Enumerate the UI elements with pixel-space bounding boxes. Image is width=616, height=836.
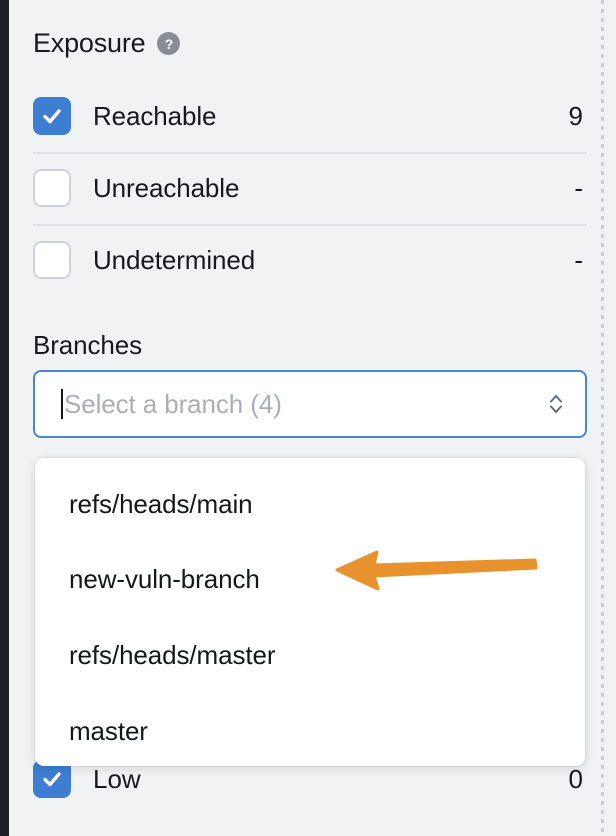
right-gutter bbox=[604, 0, 616, 836]
exposure-count-reachable: 9 bbox=[568, 100, 583, 131]
exposure-filter-list: Reachable 9 Unreachable - Undete bbox=[33, 80, 587, 296]
exposure-label-unreachable: Unreachable bbox=[93, 172, 240, 203]
branch-option-refs-heads-main[interactable]: refs/heads/main bbox=[69, 488, 253, 519]
branches-section-header: Branches bbox=[33, 330, 143, 360]
checkbox-low[interactable] bbox=[33, 760, 71, 798]
branch-select-input[interactable]: Select a branch (4) bbox=[33, 370, 587, 438]
exposure-label-undetermined: Undetermined bbox=[93, 244, 256, 275]
branch-option-master[interactable]: master bbox=[69, 715, 148, 746]
exposure-section-header: Exposure ? bbox=[33, 28, 181, 58]
exposure-count-undetermined: - bbox=[574, 244, 583, 275]
left-nav-rail bbox=[0, 0, 9, 836]
branch-dropdown-menu: refs/heads/main new-vuln-branch refs/hea… bbox=[35, 458, 585, 766]
exposure-count-unreachable: - bbox=[574, 172, 583, 203]
checkbox-unreachable[interactable] bbox=[33, 169, 71, 207]
branch-option-new-vuln-branch[interactable]: new-vuln-branch bbox=[69, 563, 260, 594]
checkbox-reachable[interactable] bbox=[33, 97, 71, 135]
chevron-up-down-icon[interactable] bbox=[545, 389, 567, 419]
exposure-row-undetermined[interactable]: Undetermined - bbox=[33, 224, 587, 296]
page-title: Exposure bbox=[33, 28, 146, 58]
text-caret bbox=[61, 389, 63, 419]
exposure-row-reachable[interactable]: Reachable 9 bbox=[33, 80, 587, 152]
branch-input-placeholder: Select a branch (4) bbox=[64, 388, 282, 419]
page-edge-guide bbox=[601, 0, 604, 836]
severity-label-low: Low bbox=[93, 763, 141, 794]
severity-row-low[interactable]: Low 0 bbox=[33, 753, 587, 805]
severity-count-low: 0 bbox=[568, 763, 583, 794]
checkbox-undetermined[interactable] bbox=[33, 241, 71, 279]
filter-panel: Exposure ? Reachable 9 Un bbox=[9, 0, 601, 836]
branch-option-refs-heads-master[interactable]: refs/heads/master bbox=[69, 639, 276, 670]
exposure-row-unreachable[interactable]: Unreachable - bbox=[33, 152, 587, 224]
exposure-label-reachable: Reachable bbox=[93, 100, 217, 131]
help-circle-icon[interactable]: ? bbox=[157, 32, 181, 55]
